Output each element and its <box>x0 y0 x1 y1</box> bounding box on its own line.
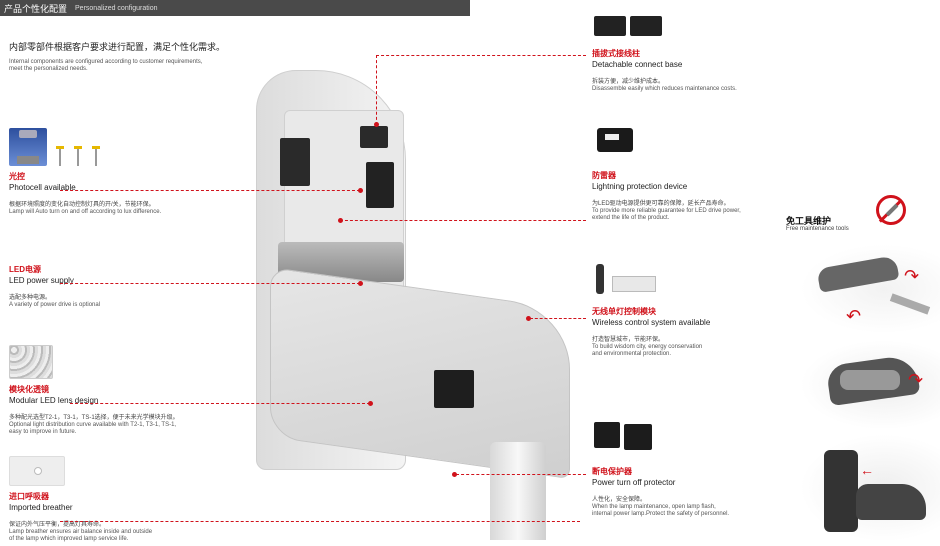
tools-title-cn: 免工具维护 <box>786 216 832 226</box>
dot-led-power <box>358 281 363 286</box>
dot-lightning <box>338 218 343 223</box>
modular-desc-en-2: easy to improve in future. <box>9 429 77 435</box>
tools-title-en: Free maintenance tools <box>786 226 849 232</box>
intro-cn: 内部零部件根据客户要求进行配置，满足个性化需求。 <box>9 42 226 52</box>
led-power-desc-en: A variety of power drive is optional <box>9 302 101 308</box>
feature-led-power: LED电源 LED power supply 选配多种电源。 A variety… <box>9 264 249 309</box>
dot-connect <box>374 122 379 127</box>
leader-breather <box>60 521 580 522</box>
leader-lightning <box>340 220 586 221</box>
lightning-title-en: Lightning protection device <box>592 182 688 191</box>
breather-image <box>9 456 65 486</box>
wireless-desc-en-1: To build wisdom city, energy conservatio… <box>592 344 703 350</box>
connect-title-en: Detachable connect base <box>592 60 683 69</box>
modular-desc-en-1: Optional light distribution curve availa… <box>9 422 177 428</box>
photocell-image <box>9 128 47 166</box>
leader-led-power <box>60 283 360 284</box>
intro: 内部零部件根据客户要求进行配置，满足个性化需求。 Internal compon… <box>9 40 269 73</box>
feature-wireless: 无线单灯控制模块 Wireless control system availab… <box>592 306 782 358</box>
vleader-connect <box>376 55 377 125</box>
wireless-module-image <box>592 262 662 298</box>
feature-connect-base: 插拔式接线柱 Detachable connect base 拆装方便，减少维护… <box>592 48 812 93</box>
photocell-title-en: Photocell available <box>9 183 76 192</box>
lightning-desc-cn: 为LED驱动电源提供更可靠的保障，延长产品寿命。 <box>592 201 730 207</box>
wireless-title-en: Wireless control system available <box>592 318 711 327</box>
led-power-title-cn: LED电源 <box>9 265 41 274</box>
lightning-desc-en-2: extend the life of the product. <box>592 215 670 221</box>
lightning-title-cn: 防雷器 <box>592 171 616 180</box>
protector-desc-cn: 人性化，安全保障。 <box>592 497 647 503</box>
no-tools-icon <box>876 195 906 225</box>
lamp-image <box>240 70 580 540</box>
connect-base-image <box>592 8 666 42</box>
led-lens-image <box>9 345 53 379</box>
lightning-desc-en-1: To provide more reliable guarantee for L… <box>592 208 741 214</box>
dot-wireless <box>526 316 531 321</box>
led-power-desc-cn: 选配多种电源。 <box>9 295 52 301</box>
leader-connect <box>376 55 586 56</box>
feature-protector: 断电保护器 Power turn off protector 人性化，安全保障。… <box>592 466 782 518</box>
wireless-desc-en-2: and environmental protection. <box>592 351 672 357</box>
header-title-cn: 产品个性化配置 <box>4 3 68 14</box>
photocell-desc-cn: 根据环境照度的变化自动控制灯具的开/关，节能环保。 <box>9 202 155 208</box>
connect-desc-cn: 拆装方便，减少维护成本。 <box>592 79 665 85</box>
leader-modular <box>70 403 370 404</box>
protector-title-en: Power turn off protector <box>592 478 676 487</box>
intro-en-1: Internal components are configured accor… <box>9 59 203 65</box>
photocell-title-cn: 光控 <box>9 172 25 181</box>
breather-desc-cn: 保证内外气压平衡，提高灯具寿命。 <box>9 522 106 528</box>
modular-title-cn: 模块化透镜 <box>9 385 49 394</box>
led-power-title-en: LED power supply <box>9 276 74 285</box>
protector-title-cn: 断电保护器 <box>592 467 632 476</box>
connect-desc-en: Disassemble easily which reduces mainten… <box>592 86 737 92</box>
photocell-desc-en: Lamp will Auto turn on and off according… <box>9 209 162 215</box>
leader-photocell <box>60 190 360 191</box>
protector-desc-en-1: When the lamp maintenance, open lamp fla… <box>592 504 716 510</box>
modular-desc-cn: 多种配光选型T2-1，T3-1，TS-1选择，便于未来光学模块升级。 <box>9 415 179 421</box>
wireless-title-cn: 无线单灯控制模块 <box>592 307 656 316</box>
maintenance-step-1: ↷ ↶ <box>800 244 940 334</box>
breather-desc-en-1: Lamp breather ensures air balance inside… <box>9 529 153 535</box>
modular-title-en: Modular LED lens design <box>9 396 99 405</box>
leader-protector <box>456 474 586 475</box>
protector-desc-en-2: internal power lamp.Protect the safety o… <box>592 511 730 517</box>
feature-photocell: 光控 Photocell available 根据环境照度的变化自动控制灯具的开… <box>9 171 249 216</box>
breather-title-en: Imported breather <box>9 503 73 512</box>
dot-modular <box>368 401 373 406</box>
feature-modular-lens: 模块化透镜 Modular LED lens design 多种配光选型T2-1… <box>9 384 249 436</box>
streetlight-icons <box>55 140 113 168</box>
breather-title-cn: 进口呼吸器 <box>9 492 49 501</box>
leader-wireless <box>530 318 586 319</box>
dot-photocell <box>358 188 363 193</box>
lightning-device-image <box>595 124 637 158</box>
maintenance-step-2: ↷ <box>800 340 940 430</box>
breather-desc-en-2: of the lamp which improved lamp service … <box>9 536 129 542</box>
protector-image <box>592 416 656 454</box>
feature-lightning: 防雷器 Lightning protection device 为LED驱动电源… <box>592 170 782 222</box>
header-title-en: Personalized configuration <box>75 4 158 12</box>
dot-protector <box>452 472 457 477</box>
header-bar: 产品个性化配置 Personalized configuration <box>0 0 470 16</box>
maintenance-step-3: ← <box>800 434 940 542</box>
connect-title-cn: 插拔式接线柱 <box>592 49 640 58</box>
intro-en-2: meet the personalized needs. <box>9 66 88 72</box>
feature-breather: 进口呼吸器 Imported breather 保证内外气压平衡，提高灯具寿命。… <box>9 491 249 543</box>
wireless-desc-cn: 打造智慧城市，节能环保。 <box>592 337 665 343</box>
